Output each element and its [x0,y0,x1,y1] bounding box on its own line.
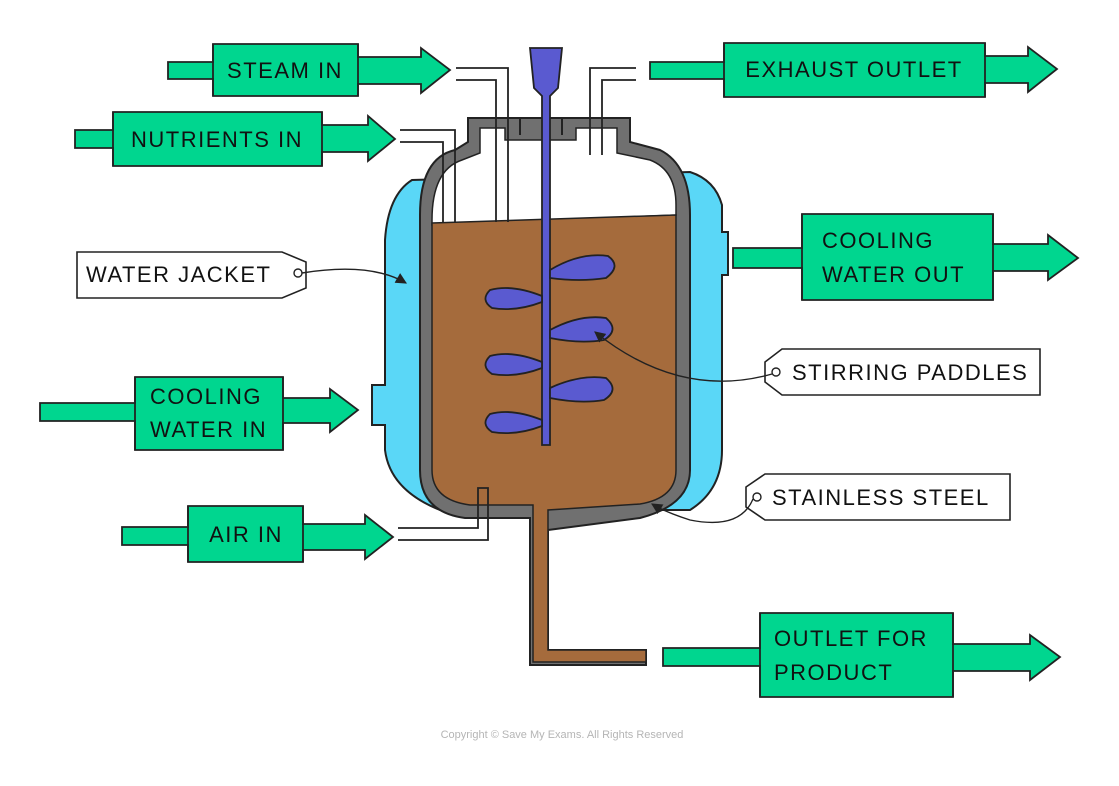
cooling-water-in-label-line2: WATER IN [150,417,267,442]
outlet-for-product-label-line1: OUTLET FOR [774,626,928,651]
nutrients-pipe [400,129,456,222]
paddle-left-2 [484,353,543,377]
stirring-paddles-tag: STIRRING PADDLES [594,331,1041,396]
stirring-paddles-label: STIRRING PADDLES [792,360,1028,385]
paddle-left-1 [484,287,543,311]
outlet-for-product-arrow: OUTLET FOR PRODUCT [662,612,1062,698]
cooling-water-in-label-line1: COOLING [150,384,262,409]
water-jacket-label: WATER JACKET [86,262,271,287]
air-pipe [398,487,489,541]
exhaust-pipe [589,67,636,155]
cooling-water-out-label-line1: COOLING [822,228,934,253]
steam-in-label: STEAM IN [227,58,343,83]
steam-pipe [456,67,509,222]
cooling-water-out-label-line2: WATER OUT [822,262,965,287]
air-in-label: AIR IN [209,522,283,547]
water-jacket-tag: WATER JACKET [76,251,407,299]
nutrients-in-arrow: NUTRIENTS IN [74,111,397,167]
exhaust-outlet-label: EXHAUST OUTLET [745,57,962,82]
stirring-paddles-pointer [594,331,773,382]
paddle-right-1 [549,254,616,281]
water-jacket-pointer [301,268,407,284]
steam-in-arrow: STEAM IN [167,43,452,97]
paddle-right-3 [549,376,614,403]
vessel-headspace [431,127,677,226]
copyright-notice: Copyright © Save My Exams. All Rights Re… [441,729,684,741]
cooling-water-out-arrow: COOLING WATER OUT [732,213,1080,301]
broth-liquid [431,214,677,663]
stainless-steel-tag: STAINLESS STEEL [651,473,1011,524]
stainless-steel-label: STAINLESS STEEL [772,485,990,510]
cooling-water-in-arrow: COOLING WATER IN [39,376,360,451]
stirrer [484,47,616,446]
exhaust-outlet-arrow: EXHAUST OUTLET [649,42,1059,98]
air-in-arrow: AIR IN [121,505,395,563]
paddle-left-3 [484,411,543,435]
outlet-for-product-label-line2: PRODUCT [774,660,893,685]
stainless-steel-pointer [651,498,754,524]
stirrer-handle [529,47,563,446]
nutrients-in-label: NUTRIENTS IN [131,127,303,152]
